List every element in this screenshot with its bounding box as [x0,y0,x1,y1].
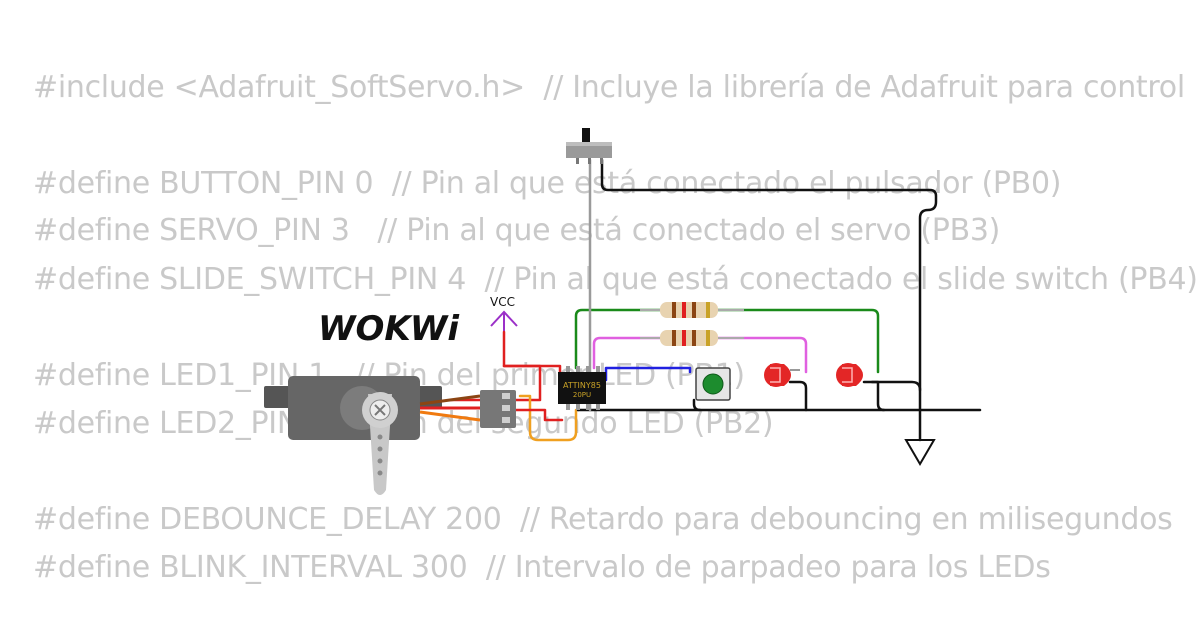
led-2[interactable] [836,363,863,387]
slide-switch[interactable] [566,128,612,164]
vcc-label: VCC [490,295,515,309]
servo-motor[interactable] [264,376,516,495]
vcc-symbol[interactable]: VCC [490,295,518,332]
resistor-2[interactable] [640,330,744,346]
code-line-include: #include <Adafruit_SoftServo.h> // Inclu… [33,70,1185,105]
chip-label-model: ATTINY85 [563,381,601,390]
led-1[interactable] [764,363,800,387]
chip-label-variant: 20PU [573,391,591,399]
code-line-led2-pin: #define LED2_PIN 2 // Pin del segundo LE… [33,406,774,441]
code-line-servo-pin: #define SERVO_PIN 3 // Pin al que está c… [33,213,1001,248]
code-line-debounce-delay: #define DEBOUNCE_DELAY 200 // Retardo pa… [33,502,1173,537]
code-line-blink-interval: #define BLINK_INTERVAL 300 // Intervalo … [33,550,1051,585]
resistor-1[interactable] [640,302,744,318]
push-button[interactable] [695,367,731,401]
ground-symbol[interactable] [904,439,936,466]
code-line-button-pin: #define BUTTON_PIN 0 // Pin al que está … [33,166,1062,201]
code-line-slide-switch-pin: #define SLIDE_SWITCH_PIN 4 // Pin al que… [33,262,1198,297]
attiny85-chip[interactable]: ATTINY85 20PU [558,366,606,410]
wokwi-logo: WOKWi [318,309,460,349]
